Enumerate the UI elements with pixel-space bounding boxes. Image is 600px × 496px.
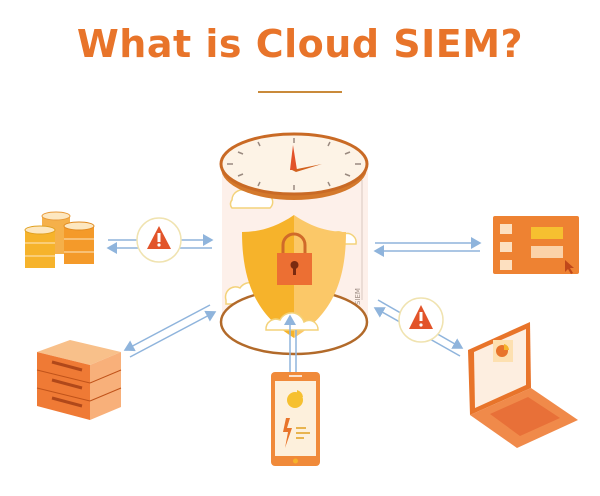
- warning-badge-left: [136, 217, 182, 263]
- server-rack-icon: [36, 340, 122, 420]
- cursor-icon: [565, 260, 574, 274]
- database-icon: [24, 211, 95, 268]
- siem-cylinder: SIEM: [219, 132, 369, 356]
- laptop-icon: [468, 322, 578, 448]
- padlock-icon: [277, 232, 312, 285]
- clock-icon: [219, 132, 369, 200]
- shield-icon: [242, 215, 346, 338]
- page-title: What is Cloud SIEM?: [76, 22, 524, 66]
- cylinder-label: SIEM: [354, 288, 362, 305]
- smartphone-icon: [271, 372, 320, 466]
- dashboard-panel-icon: [493, 216, 579, 274]
- warning-badge-right: [398, 297, 444, 343]
